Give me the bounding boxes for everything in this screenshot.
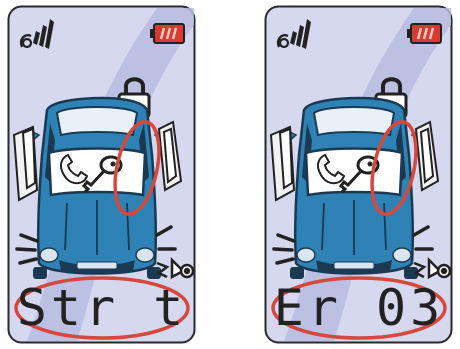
lcd-screen-error: Er 03 [264,5,453,344]
lcd-display-text: Str t [17,279,188,337]
lcd-graphic: Str t [7,5,196,344]
lcd-screen-start: Str t [7,5,196,344]
lcd-graphic: Er 03 [264,5,453,344]
lcd-display-text: Er 03 [274,279,445,337]
